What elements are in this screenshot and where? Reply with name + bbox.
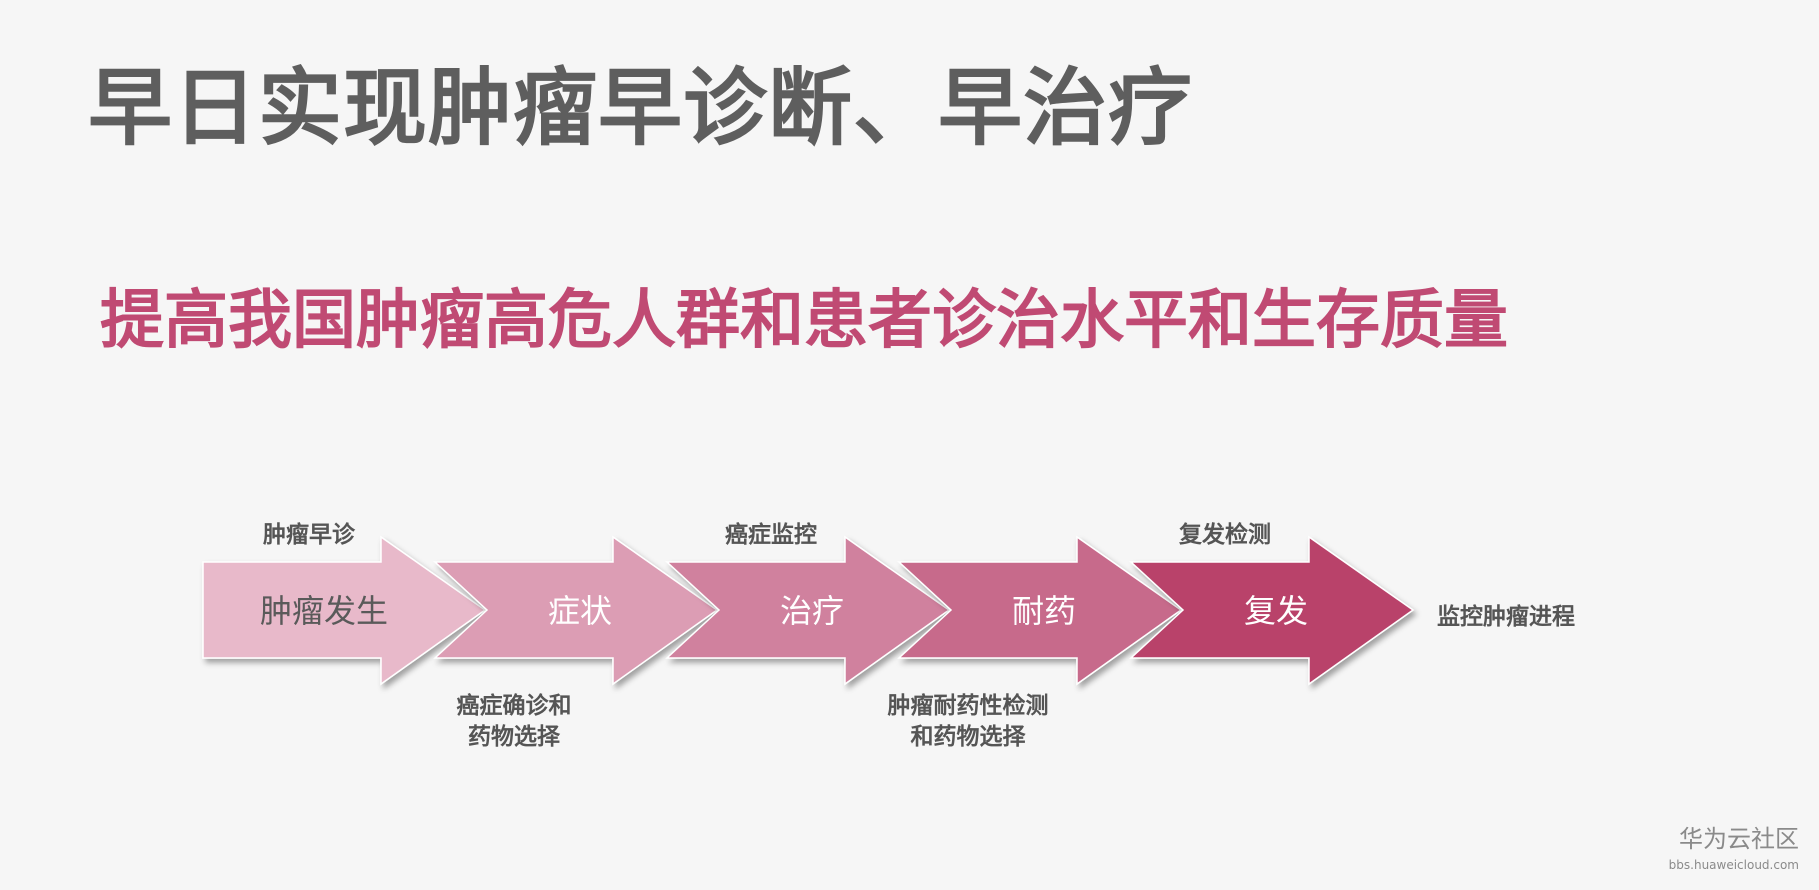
stage-arrow-symptoms: [433, 535, 719, 686]
note-cancer-monitoring: 癌症监控: [725, 521, 817, 548]
note-resistance-testing-line1: 肿瘤耐药性检测: [888, 692, 1049, 719]
note-diagnosis-drug-selection-line2: 药物选择: [468, 723, 561, 750]
note-recurrence-detection: 复发检测: [1178, 521, 1271, 548]
note-monitor-tumor-progress: 监控肿瘤进程: [1437, 603, 1575, 630]
stage-arrow-tumor-onset: [202, 535, 487, 686]
stage-label-symptoms: 症状: [548, 592, 612, 630]
stage-label-treatment: 治疗: [780, 592, 844, 630]
note-resistance-testing-line2: 和药物选择: [911, 723, 1027, 750]
watermark-url: bbs.huaweicloud.com: [1668, 858, 1799, 872]
note-diagnosis-drug-selection-line1: 癌症确诊和: [457, 692, 572, 719]
page-subtitle: 提高我国肿瘤高危人群和患者诊治水平和生存质量: [100, 284, 1508, 358]
stage-arrow-recurrence: [1129, 535, 1415, 686]
page-title: 早日实现肿瘤早诊断、早治疗: [88, 59, 1194, 157]
stage-arrows: 肿瘤发生 症状 治疗 耐药 复发: [202, 535, 1415, 686]
stage-arrow-treatment: [665, 535, 951, 686]
stage-label-tumor-onset: 肿瘤发生: [260, 592, 388, 630]
note-early-diagnosis: 肿瘤早诊: [263, 521, 356, 548]
stage-label-recurrence: 复发: [1244, 592, 1308, 630]
stage-label-resistance: 耐药: [1012, 592, 1076, 630]
watermark-brand: 华为云社区: [1679, 825, 1799, 853]
stage-arrow-resistance: [897, 535, 1183, 686]
